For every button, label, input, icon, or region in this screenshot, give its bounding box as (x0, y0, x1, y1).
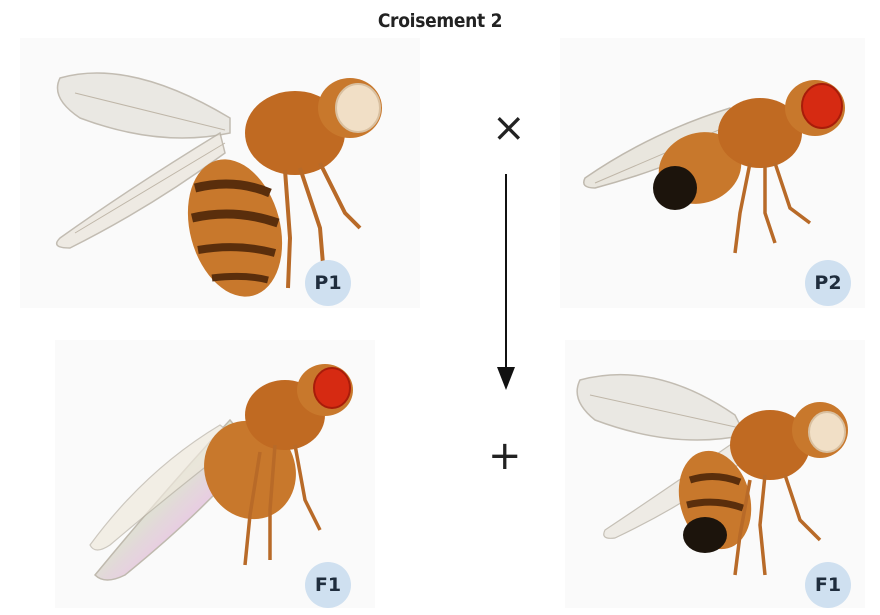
fly-panel-p1: P1 (20, 38, 420, 308)
generation-badge-f1-male: F1 (805, 562, 851, 608)
generation-badge-f1-female: F1 (305, 562, 351, 608)
fly-panel-f1-male: F1 (565, 340, 865, 608)
generation-badge-p1: P1 (305, 260, 351, 306)
fly-panel-f1-female: F1 (55, 340, 375, 608)
generation-badge-p2: P2 (805, 260, 851, 306)
diagram-title: Croisement 2 (0, 10, 880, 32)
cross-symbol: × (492, 108, 526, 148)
arrow-down-icon (491, 172, 521, 397)
fly-panel-p2: P2 (560, 38, 865, 308)
white-eyed-female-fly-image (20, 38, 420, 308)
plus-symbol: + (488, 436, 522, 476)
